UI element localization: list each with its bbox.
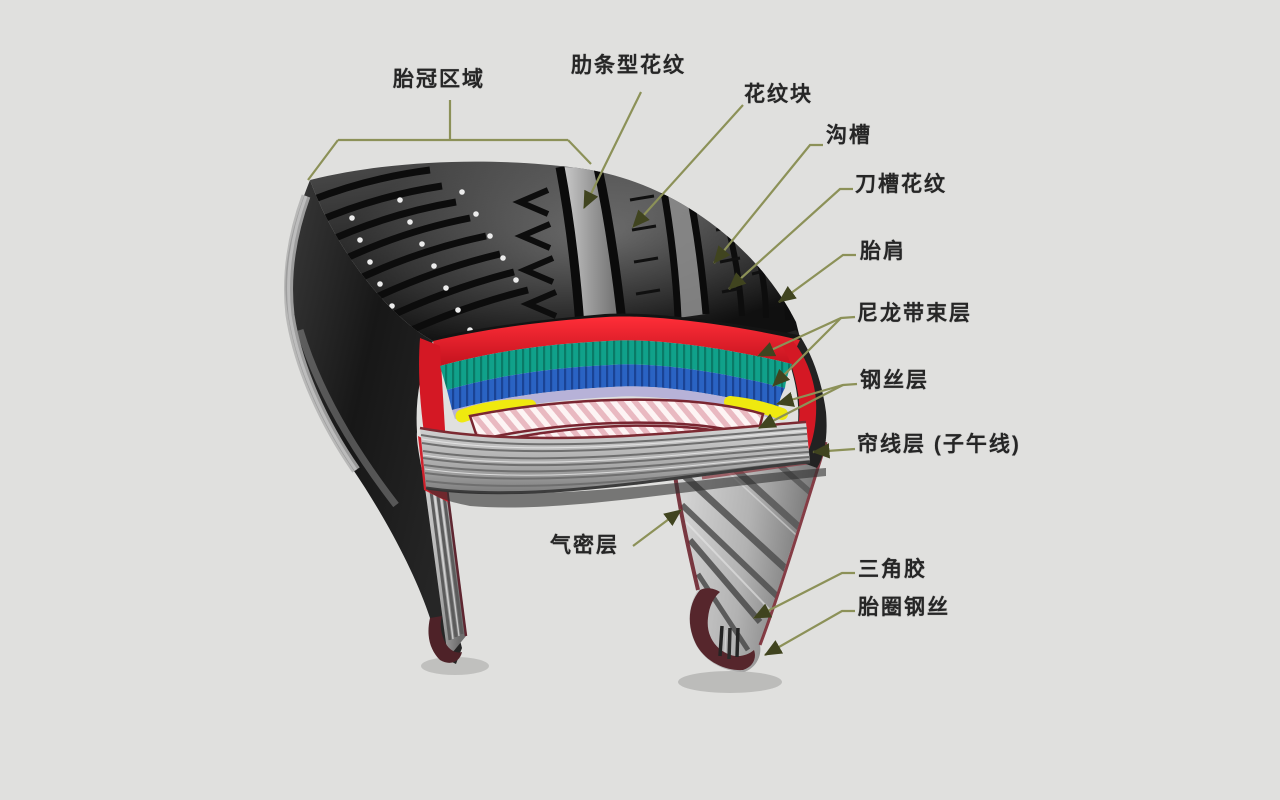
label-apex: 三角胶	[858, 558, 927, 581]
leader-block	[632, 104, 744, 228]
leader-apex	[753, 571, 855, 619]
slab-underside-shadow	[426, 468, 826, 508]
layer-nylon-belt-2	[447, 364, 785, 410]
leader-inner-liner	[632, 509, 682, 547]
label-cord-layer: 帘线层 (子午线)	[857, 433, 1021, 456]
label-rib-pattern: 肋条型花纹	[571, 54, 686, 77]
layer-steel-wire-left	[455, 399, 537, 423]
leader-steel-wire-2	[758, 384, 844, 429]
label-block: 花纹块	[744, 83, 813, 106]
layer-stack	[419, 316, 826, 508]
label-steel-wire: 钢丝层	[860, 369, 929, 392]
label-crown: 胎冠区域	[393, 68, 485, 91]
outer-sidewall-left	[284, 180, 462, 664]
leader-shoulder	[778, 253, 856, 303]
label-shoulder: 胎肩	[860, 240, 906, 263]
bead-bundle-right	[689, 588, 755, 671]
layer-base-rubber	[433, 316, 800, 366]
label-sipe: 刀槽花纹	[855, 173, 947, 196]
leader-lines	[307, 91, 858, 656]
bead-bundle-left	[428, 616, 462, 663]
leader-bead-wire	[764, 609, 855, 656]
crown-bracket	[307, 100, 592, 181]
label-bead-wire: 胎圈钢丝	[858, 596, 950, 619]
center-rib	[560, 167, 622, 326]
leader-sipe	[728, 187, 853, 290]
leader-rib-pattern	[583, 91, 642, 209]
tread-stud-dots	[349, 189, 519, 333]
leader-cord-layer	[811, 443, 856, 459]
leader-nylon-belt-2	[772, 317, 842, 387]
ground-shadows	[421, 657, 782, 693]
leader-groove	[713, 143, 823, 264]
label-nylon-belt: 尼龙带束层	[857, 302, 972, 325]
layer-cushion	[452, 386, 778, 419]
label-inner-liner: 气密层	[550, 534, 619, 557]
layer-nylon-belt-1	[440, 340, 792, 390]
label-groove: 沟槽	[826, 124, 872, 147]
layer-steel-wire-right	[724, 396, 788, 420]
